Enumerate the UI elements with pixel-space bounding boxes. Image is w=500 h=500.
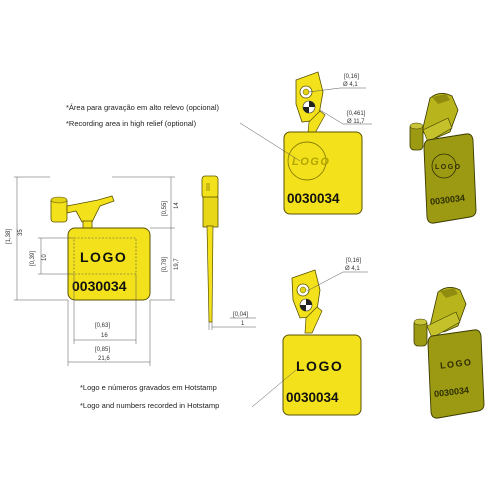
- front-plate: [67, 227, 151, 301]
- front-view: LOGO 0030034: [50, 195, 151, 301]
- relief-number-text: 0030034: [287, 191, 340, 206]
- side-view: [201, 175, 219, 323]
- outer-dim-mm: Ø 11,7: [347, 119, 365, 125]
- hotstamp-plate: [282, 334, 362, 416]
- front-view-dimensions: [14, 176, 175, 366]
- hotstamp-number-text: 0030034: [286, 390, 339, 405]
- overall-height-mm: 35: [18, 229, 24, 236]
- render-hotstamp-number: 0030034: [434, 385, 470, 399]
- thickness-mm: 1: [241, 321, 245, 327]
- hole-dim-mm: Ø 4,1: [343, 82, 358, 88]
- relief-engraving-circle: [287, 141, 327, 181]
- side-body-block: [202, 196, 219, 228]
- render-hotstamp-plate: [427, 329, 485, 419]
- note-hotstamp-pt: *Logo e números gravados em Hotstamp: [80, 383, 217, 392]
- front-arm: [66, 195, 115, 223]
- iso-view-hotstamp: LOGO 0030034: [282, 269, 362, 416]
- plate-height-mm: 19,7: [174, 258, 180, 270]
- relief-hinge-pin: [302, 88, 310, 96]
- note-relief-pt: *Área para gravação em alto relevo (opci…: [66, 103, 219, 112]
- hotstamp-hinge-pin: [299, 286, 307, 294]
- plate-width-in: [0,85]: [95, 347, 110, 353]
- inner-height-in: [0,39]: [30, 251, 36, 266]
- hotstamp-dimension-leaders: [251, 271, 368, 408]
- render-view-relief: LOGO 0030034: [409, 93, 477, 224]
- hole2-dim-mm: Ø 4,1: [345, 266, 360, 272]
- iso-view-relief: LOGO 0030034: [283, 71, 363, 215]
- hotstamp-logo-text: LOGO: [296, 358, 343, 374]
- render-relief-number: 0030034: [430, 193, 466, 207]
- relief-dimension-leaders: [239, 87, 372, 162]
- inner-width-mm: 16: [101, 333, 108, 339]
- side-view-dimensions: [208, 317, 256, 330]
- render-relief-logo: LOGO: [435, 164, 462, 171]
- head-height-in: [0,55]: [162, 201, 168, 216]
- relief-plate: [283, 131, 363, 215]
- hotstamp-strap: [304, 306, 323, 334]
- hole2-dim-in: [0,16]: [346, 258, 361, 264]
- plate-height-in: [0,78]: [162, 257, 168, 272]
- render-relief-plate: [423, 133, 477, 224]
- render-view-hotstamp: LOGO 0030034: [413, 287, 485, 419]
- front-number-text: 0030034: [72, 278, 127, 294]
- outer-dim-in: [0,461]: [347, 111, 366, 117]
- front-logo-text: LOGO: [80, 249, 127, 265]
- render-hotstamp-logo: LOGO: [440, 357, 473, 371]
- plate-width-mm: 21,6: [98, 356, 110, 362]
- note-hotstamp-en: *Logo and numbers recorded in Hotstamp: [80, 401, 220, 410]
- inner-width-in: [0,63]: [95, 323, 110, 329]
- thickness-in: [0,04]: [233, 312, 248, 318]
- relief-logo-text: LOGO: [292, 156, 330, 168]
- note-relief-en: *Recording area in high relief (optional…: [66, 119, 197, 128]
- overall-height-in: [1,38]: [6, 229, 12, 244]
- head-height-mm: 14: [174, 202, 180, 209]
- inner-height-mm: 10: [42, 254, 48, 261]
- relief-strap: [307, 110, 326, 134]
- front-hinge-end: [50, 196, 68, 204]
- side-plate-edge: [206, 225, 214, 323]
- hole-dim-in: [0,16]: [344, 74, 359, 80]
- front-view-dimension-labels: [1,38] 35 [0,39] 10 [0,55] 14 [0,78] 19,…: [6, 201, 180, 362]
